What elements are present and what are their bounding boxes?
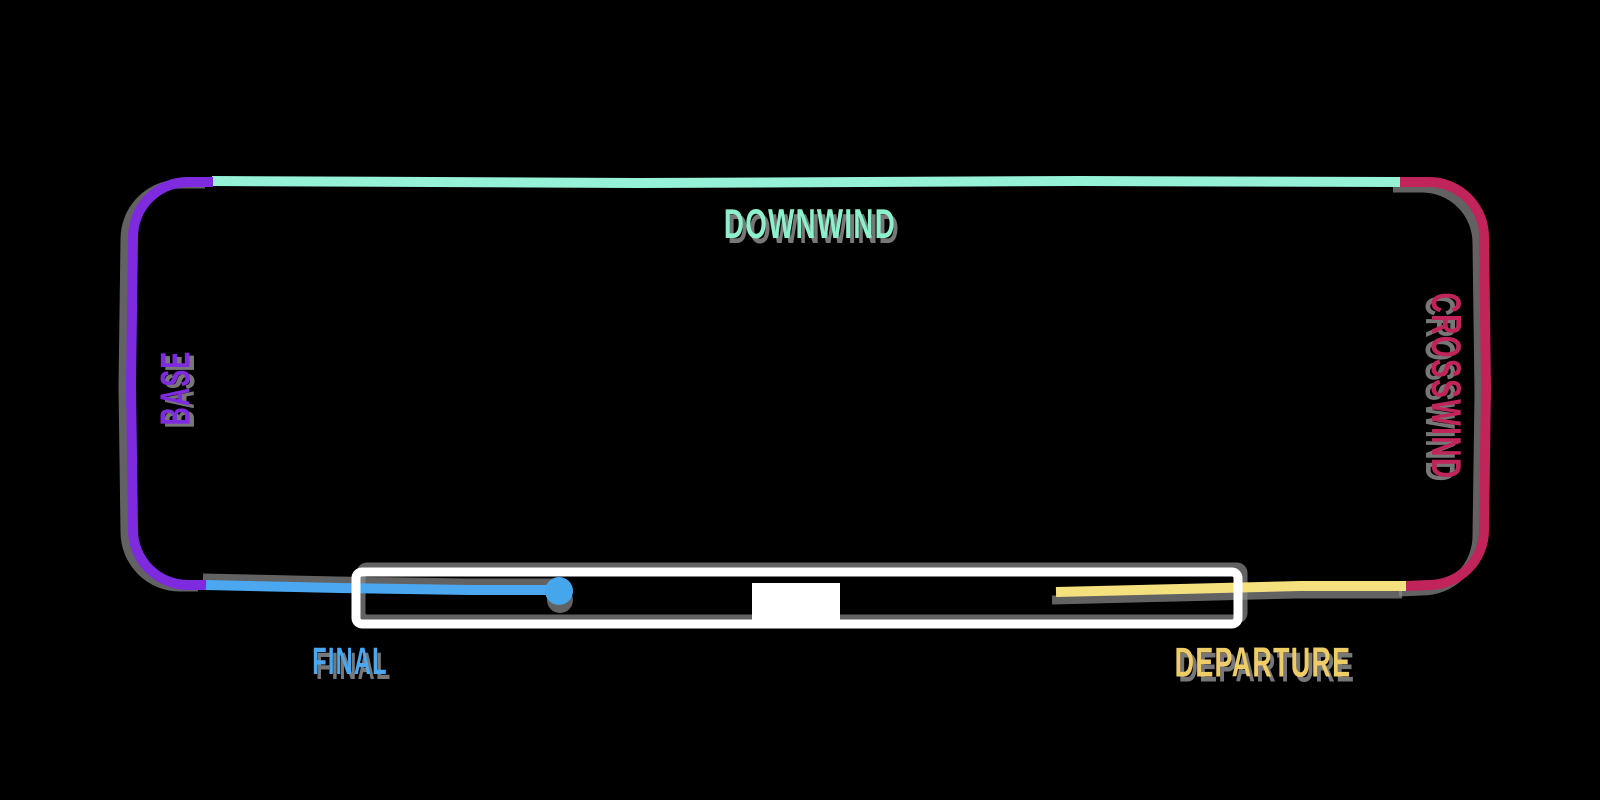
base-leg-line bbox=[126, 177, 213, 590]
departure-label: DEPARTURE bbox=[1175, 640, 1352, 686]
final-leg-shadow bbox=[202, 573, 553, 588]
downwind-label: DOWNWIND bbox=[724, 200, 896, 247]
sketch-shadows bbox=[118, 179, 1484, 624]
base-label: BASE bbox=[153, 351, 199, 426]
aircraft-dot bbox=[545, 577, 573, 605]
downwind-leg-line bbox=[211, 176, 1401, 188]
final-leg-line bbox=[205, 580, 556, 595]
runway-center-block bbox=[752, 583, 840, 624]
crosswind-leg-line bbox=[1400, 177, 1491, 591]
final-label: FINAL bbox=[312, 639, 388, 682]
crosswind-label: CROSSWIND bbox=[1423, 292, 1470, 479]
